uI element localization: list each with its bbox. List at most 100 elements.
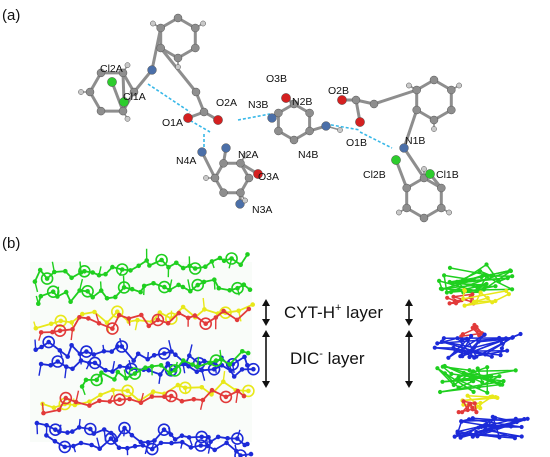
carbon-atom [305, 108, 314, 118]
crystal-packing-side-view [30, 248, 260, 457]
carbon-atom [429, 75, 439, 85]
packing-atom [56, 407, 62, 413]
packing-atom [52, 269, 57, 275]
packing-bond [100, 371, 115, 381]
packing-atom [485, 365, 490, 370]
packing-atom [71, 443, 76, 449]
packing-bond [106, 311, 118, 324]
bond [121, 71, 126, 104]
packing-ring [113, 393, 126, 407]
packing-atom [454, 279, 460, 284]
packing-atom [186, 435, 192, 440]
atoms [78, 13, 462, 223]
packing-atom [497, 374, 502, 379]
packing-bond [477, 275, 488, 292]
packing-atom [63, 395, 69, 401]
packing-atom [211, 367, 217, 372]
packing-atom [501, 379, 506, 384]
packing-atom [213, 315, 219, 320]
packing-atom [176, 310, 182, 316]
packing-atom [108, 436, 114, 441]
packing-atom [69, 320, 74, 325]
packing-atom [107, 399, 113, 404]
packing-atom [215, 434, 221, 440]
oxygen-atom [337, 95, 347, 105]
packing-atom [77, 315, 82, 320]
packing-atom [168, 393, 174, 399]
packing-atom [504, 288, 509, 293]
packing-atom [151, 281, 156, 286]
packing-ring [195, 430, 208, 444]
cyt-layer-label: CYT-H+ layer [284, 302, 383, 322]
packing-atom [199, 368, 205, 373]
packing-atom [186, 364, 191, 369]
packing-atom [68, 299, 73, 305]
hydrogen-atom [242, 152, 248, 159]
packing-bond [115, 427, 126, 441]
packing-atom [460, 410, 465, 415]
packing-bond [473, 342, 503, 359]
carbon-atom [351, 95, 361, 105]
packing-atom [33, 347, 38, 353]
packing-atom [221, 258, 227, 264]
packing-atom [438, 389, 443, 395]
packing-atom [435, 341, 440, 346]
packing-atom [158, 372, 163, 377]
molecular-structure-a: Cl2A Cl1A O1A O2A N3B O3B N2B O2B N4A N2… [78, 13, 462, 223]
packing-atom [158, 440, 164, 446]
packing-atom [188, 288, 193, 294]
packing-ring [80, 345, 93, 358]
packing-atom [489, 354, 494, 359]
packing-atom [208, 439, 213, 445]
packing-atom [227, 362, 232, 367]
packing-atom [495, 425, 500, 430]
packing-atom [476, 339, 481, 344]
packing-atom [238, 262, 243, 268]
packing-atom [84, 349, 89, 354]
packing-atom [471, 369, 476, 374]
chlorine-atom [391, 155, 401, 165]
oxygen-atom [355, 117, 365, 127]
carbon-atom [219, 159, 228, 168]
packing-atom [485, 295, 490, 301]
packing-atom [209, 387, 215, 393]
carbon-atom [289, 99, 299, 109]
packing-bond [478, 375, 500, 388]
packing-atom [241, 393, 247, 399]
carbon-atom [129, 87, 139, 97]
packing-ring [247, 362, 260, 376]
packing-atom [467, 402, 472, 407]
packing-atom [69, 343, 74, 348]
packing-atom [510, 335, 515, 340]
packing-atom [238, 453, 243, 457]
packing-ring [104, 432, 118, 445]
packing-bond [222, 380, 237, 392]
packing-atom [182, 385, 188, 391]
bond [159, 46, 198, 94]
carbon-atom [96, 106, 106, 116]
packing-atom [34, 420, 40, 426]
packing-atom [512, 436, 518, 441]
packing-atom [477, 384, 482, 389]
packing-atom [498, 353, 503, 358]
packing-ring [121, 384, 134, 398]
packing-atom [245, 441, 250, 447]
packing-atom [52, 439, 58, 444]
packing-atom [490, 300, 495, 305]
packing-atom [484, 422, 489, 427]
packing-atom [169, 440, 174, 446]
packing-ring [231, 281, 244, 295]
packing-atom [223, 394, 229, 400]
packing-atom [452, 298, 457, 303]
packing-atom [503, 336, 509, 341]
bond [150, 26, 163, 72]
packing-atom [203, 264, 208, 270]
packing-bond [477, 418, 528, 438]
nitrogen-atom [221, 143, 231, 153]
packing-atom [127, 396, 132, 402]
packing-atom [481, 287, 487, 292]
packing-atom [143, 365, 148, 371]
packing-atom [119, 267, 125, 272]
carbon-atom [236, 159, 245, 168]
atom-label-o2b: O2B [328, 85, 349, 97]
